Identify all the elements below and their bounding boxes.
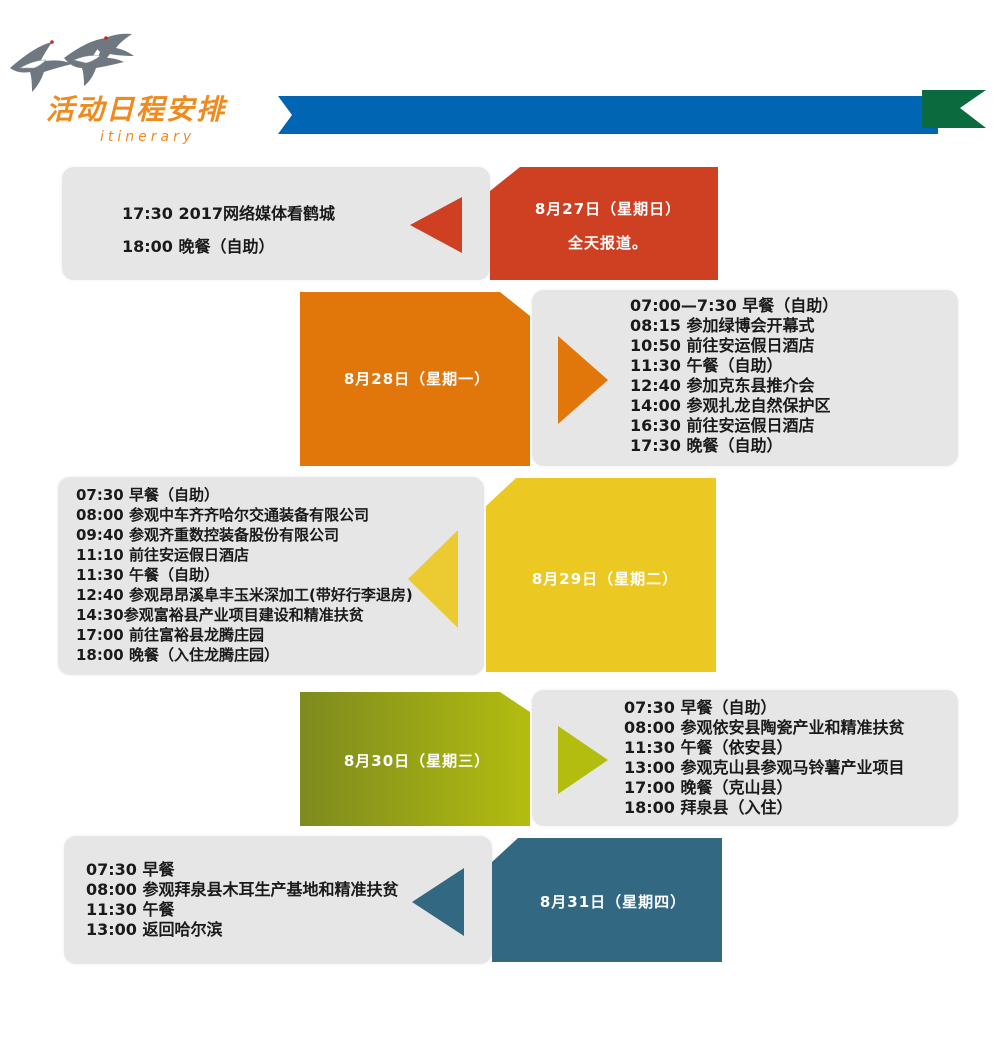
day-1-note: 全天报道。 [567, 234, 648, 252]
day-1-arrow-icon [410, 197, 462, 253]
page-title: 活动日程安排 [46, 93, 227, 126]
day-3-arrow-icon [408, 530, 458, 628]
banner-flag-icon [922, 90, 986, 128]
crane-birds-icon [10, 33, 134, 92]
day-2-date-tag [300, 292, 530, 466]
day-5-schedule-panel: 07:30 早餐 08:00 参观拜泉县木耳生产基地和精准扶贫 11:30 午餐… [64, 836, 492, 964]
day-5-arrow-icon [412, 868, 464, 936]
event-line: 07:30 早餐（自助） [76, 486, 219, 504]
event-line: 17:00 前往富裕县龙腾庄园 [76, 626, 264, 644]
event-line: 07:30 早餐（自助） [624, 698, 777, 717]
event-line: 17:30 晚餐（自助） [630, 436, 783, 455]
event-line: 17:30 2017网络媒体看鹤城 [122, 204, 336, 223]
day-4-date-tag [300, 692, 530, 826]
day-3-date-tag [486, 478, 716, 672]
event-line: 09:40 参观齐重数控装备股份有限公司 [76, 526, 339, 544]
event-line: 07:30 早餐 [86, 860, 175, 879]
event-line: 18:00 晚餐（自助） [122, 237, 275, 256]
event-line: 14:00 参观扎龙自然保护区 [630, 396, 831, 415]
event-line: 08:00 参观中车齐齐哈尔交通装备有限公司 [76, 506, 369, 524]
day-1-date-tag [410, 167, 718, 280]
event-line: 12:40 参观昂昂溪阜丰玉米深加工(带好行李退房) [76, 586, 413, 604]
event-line: 18:00 晚餐（入住龙腾庄园） [76, 646, 279, 664]
title-banner [278, 90, 986, 134]
day-3-date-label: 8月29日（星期二） [531, 570, 679, 588]
event-line: 11:30 午餐（自助） [630, 356, 783, 375]
event-line: 07:00—7:30 早餐（自助） [630, 296, 839, 315]
event-line: 18:00 拜泉县（入住） [624, 798, 793, 817]
event-line: 11:30 午餐 [86, 900, 175, 919]
event-line: 17:00 晚餐（克山县） [624, 778, 793, 797]
event-line: 13:00 返回哈尔滨 [86, 920, 223, 939]
event-line: 10:50 前往安运假日酒店 [630, 336, 815, 355]
event-line: 08:15 参加绿博会开幕式 [630, 316, 815, 335]
day-2-date-label: 8月28日（星期一） [343, 370, 491, 388]
event-line: 11:30 午餐（依安县） [624, 738, 793, 757]
event-line: 16:30 前往安运假日酒店 [630, 416, 815, 435]
day-4-arrow-icon [558, 726, 608, 794]
event-line: 12:40 参加克东县推介会 [630, 376, 815, 395]
page-subtitle: itinerary [100, 129, 196, 145]
event-line: 11:10 前往安运假日酒店 [76, 546, 249, 564]
banner-bar [278, 96, 938, 134]
day-5-date-label: 8月31日（星期四） [539, 893, 687, 911]
event-line: 08:00 参观拜泉县木耳生产基地和精准扶贫 [86, 880, 399, 899]
event-line: 13:00 参观克山县参观马铃薯产业项目 [624, 758, 905, 777]
day-4-date-label: 8月30日（星期三） [343, 752, 491, 770]
event-line: 14:30参观富裕县产业项目建设和精准扶贫 [76, 606, 364, 624]
event-line: 11:30 午餐（自助） [76, 566, 219, 584]
day-5-date-tag [412, 838, 722, 962]
event-line: 08:00 参观依安县陶瓷产业和精准扶贫 [624, 718, 905, 737]
day-2-arrow-icon [558, 336, 608, 424]
day-1-date-label: 8月27日（星期日） [534, 200, 682, 218]
day-2-schedule-panel: 07:00—7:30 早餐（自助） 08:15 参加绿博会开幕式 10:50 前… [532, 290, 958, 466]
